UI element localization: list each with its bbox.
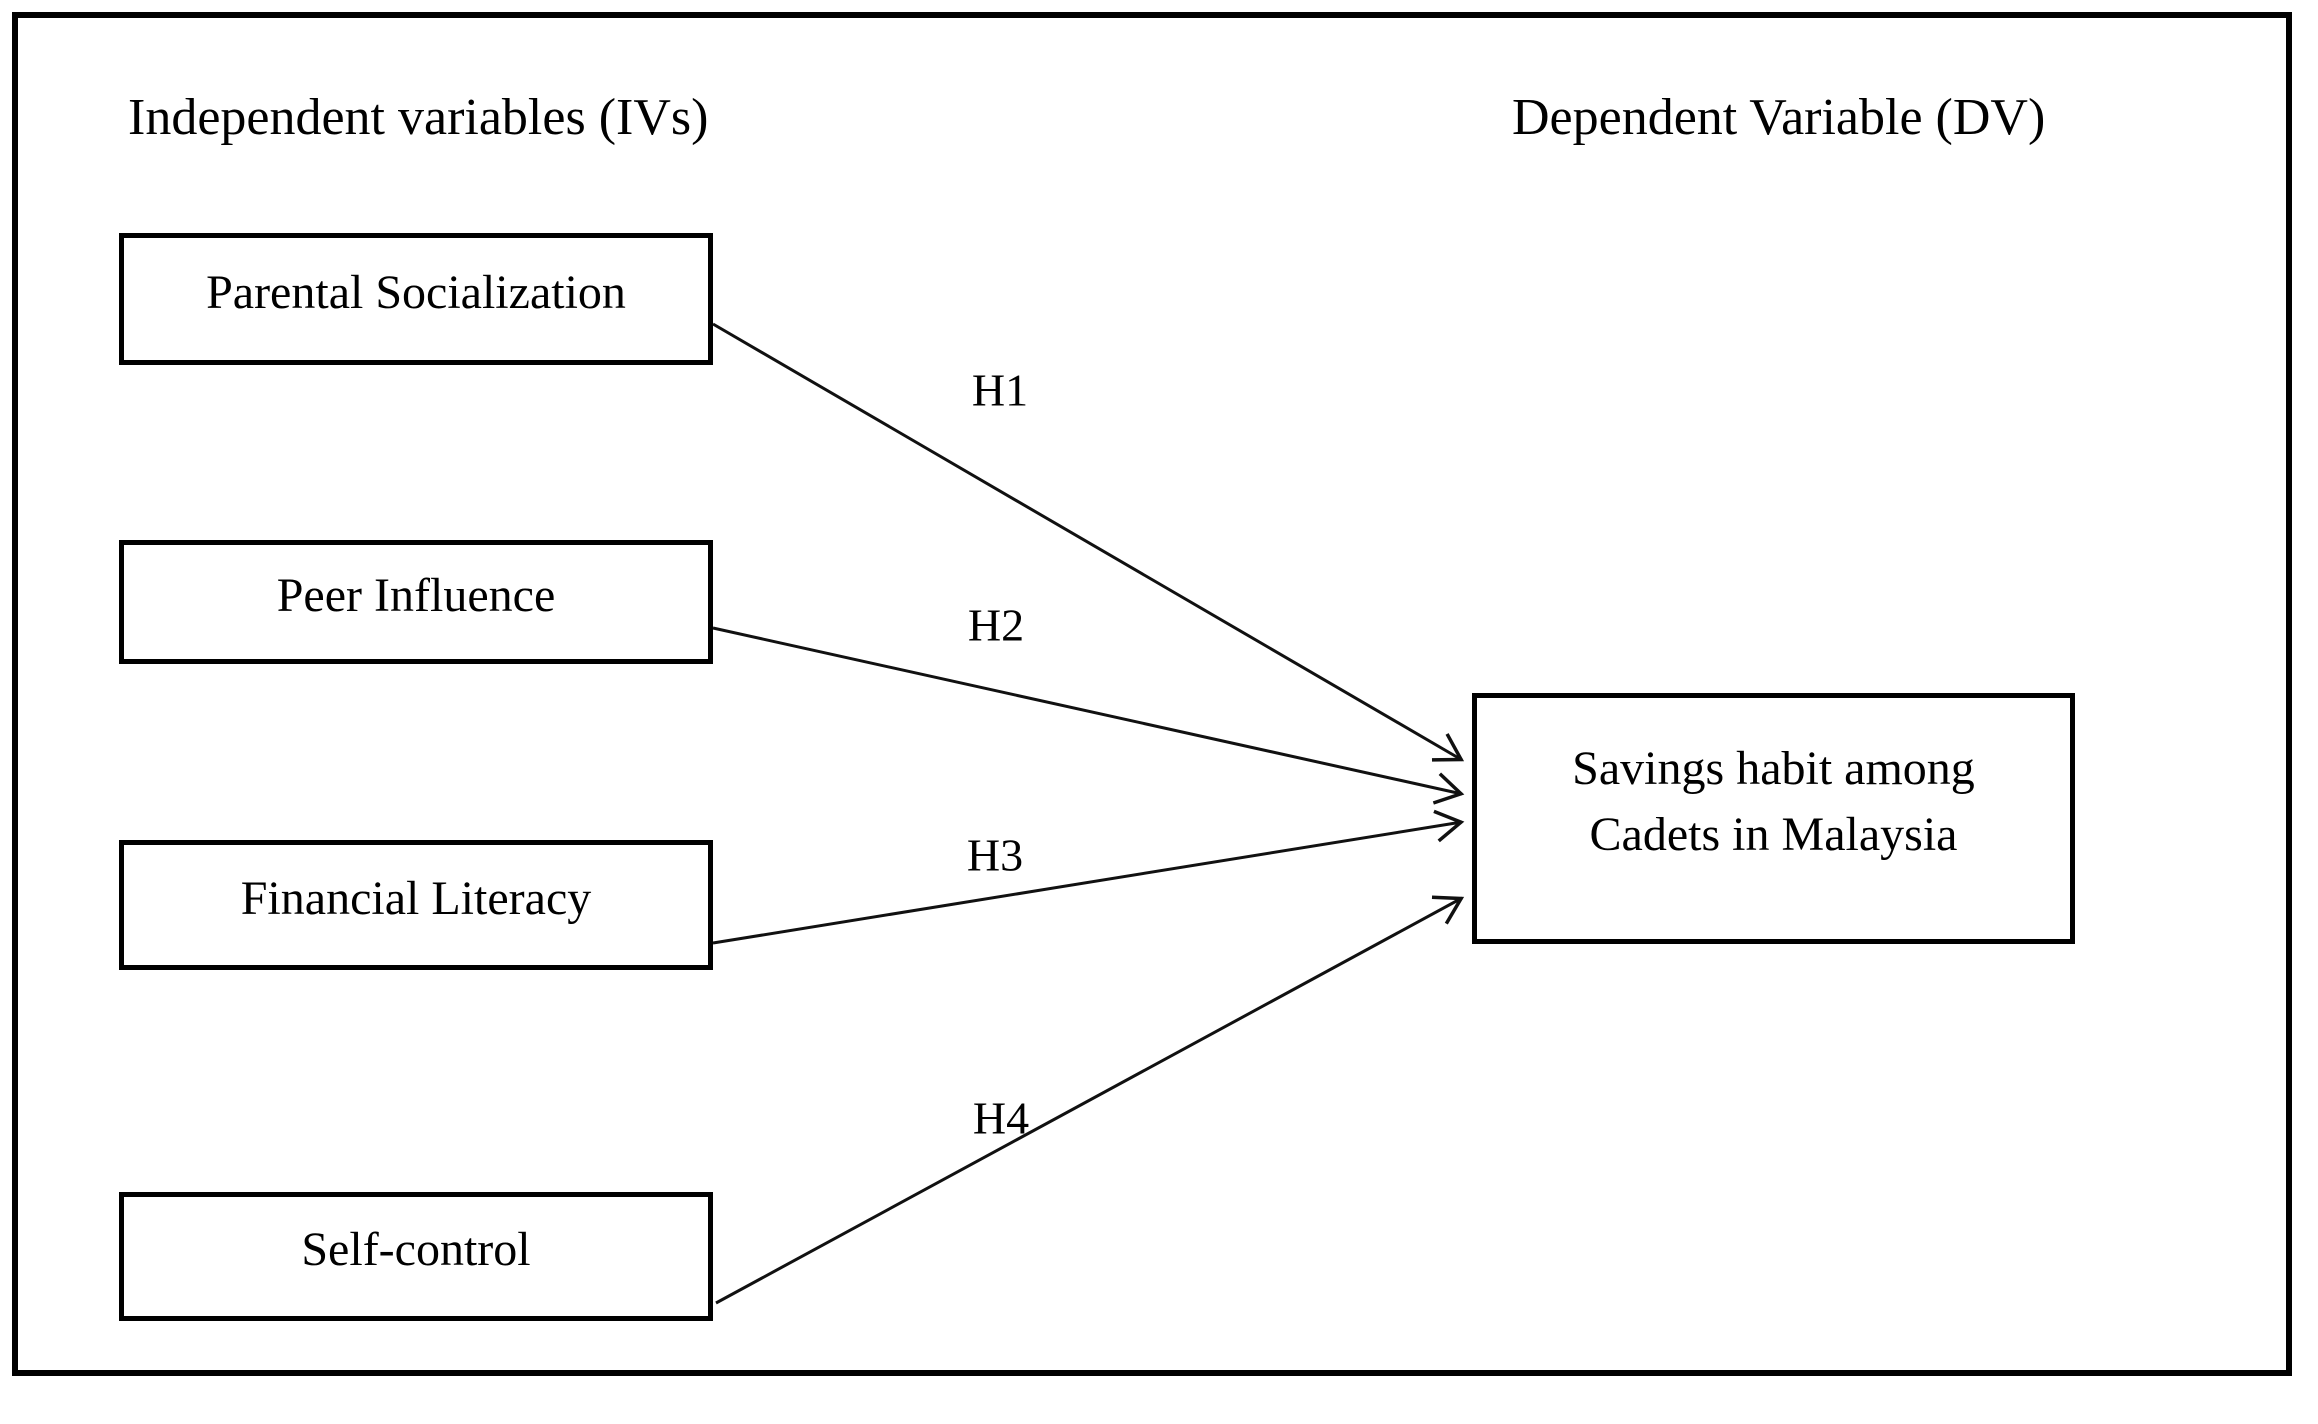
iv-box-self-control: Self-control [119,1192,713,1321]
dv-box-label-line2: Cadets in Malaysia [1589,808,1958,861]
iv-box-label: Self-control [301,1223,531,1276]
iv-box-label: Peer Influence [276,568,556,622]
hypothesis-label-h4: H4 [972,1092,1030,1144]
iv-box-label: Parental Socialization [206,265,626,319]
iv-box-parental-socialization: Parental Socialization [119,233,713,365]
iv-box-financial-literacy: Financial Literacy [119,840,713,970]
dependent-variable-heading: Dependent Variable (DV) [1512,89,2046,146]
arrow-h4-selfcontrol-to-dv [715,895,1465,1305]
arrow-h1-parental-to-dv [712,322,1465,762]
iv-box-label: Financial Literacy [240,871,592,925]
independent-variables-heading: Independent variables (IVs) [128,89,709,146]
arrow-h3-financial-to-dv [712,809,1465,945]
iv-box-peer-influence: Peer Influence [119,540,713,664]
hypothesis-label-h2: H2 [967,599,1025,651]
diagram-outer-border [12,12,2292,1376]
hypothesis-label-h1: H1 [971,364,1029,416]
dv-box-savings-habit: Savings habit among Cadets in Malaysia [1472,693,2075,944]
dv-box-label-line1: Savings habit among [1572,742,1975,795]
arrow-h2-peer-to-dv [712,626,1465,805]
hypothesis-label-h3: H3 [966,829,1024,881]
